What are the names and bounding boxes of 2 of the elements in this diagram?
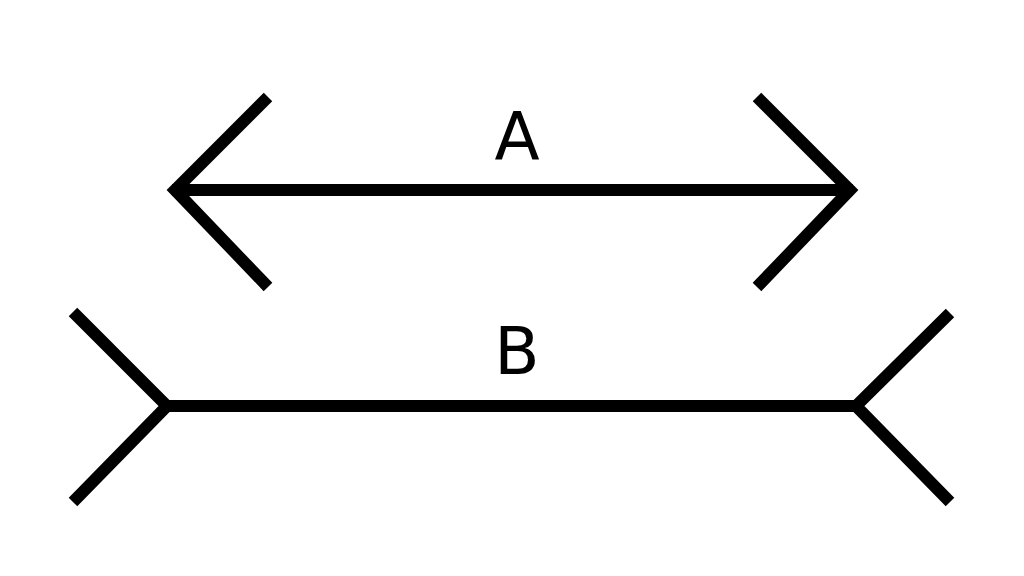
figure-label: B bbox=[494, 319, 540, 385]
figure-label: A bbox=[494, 104, 540, 170]
